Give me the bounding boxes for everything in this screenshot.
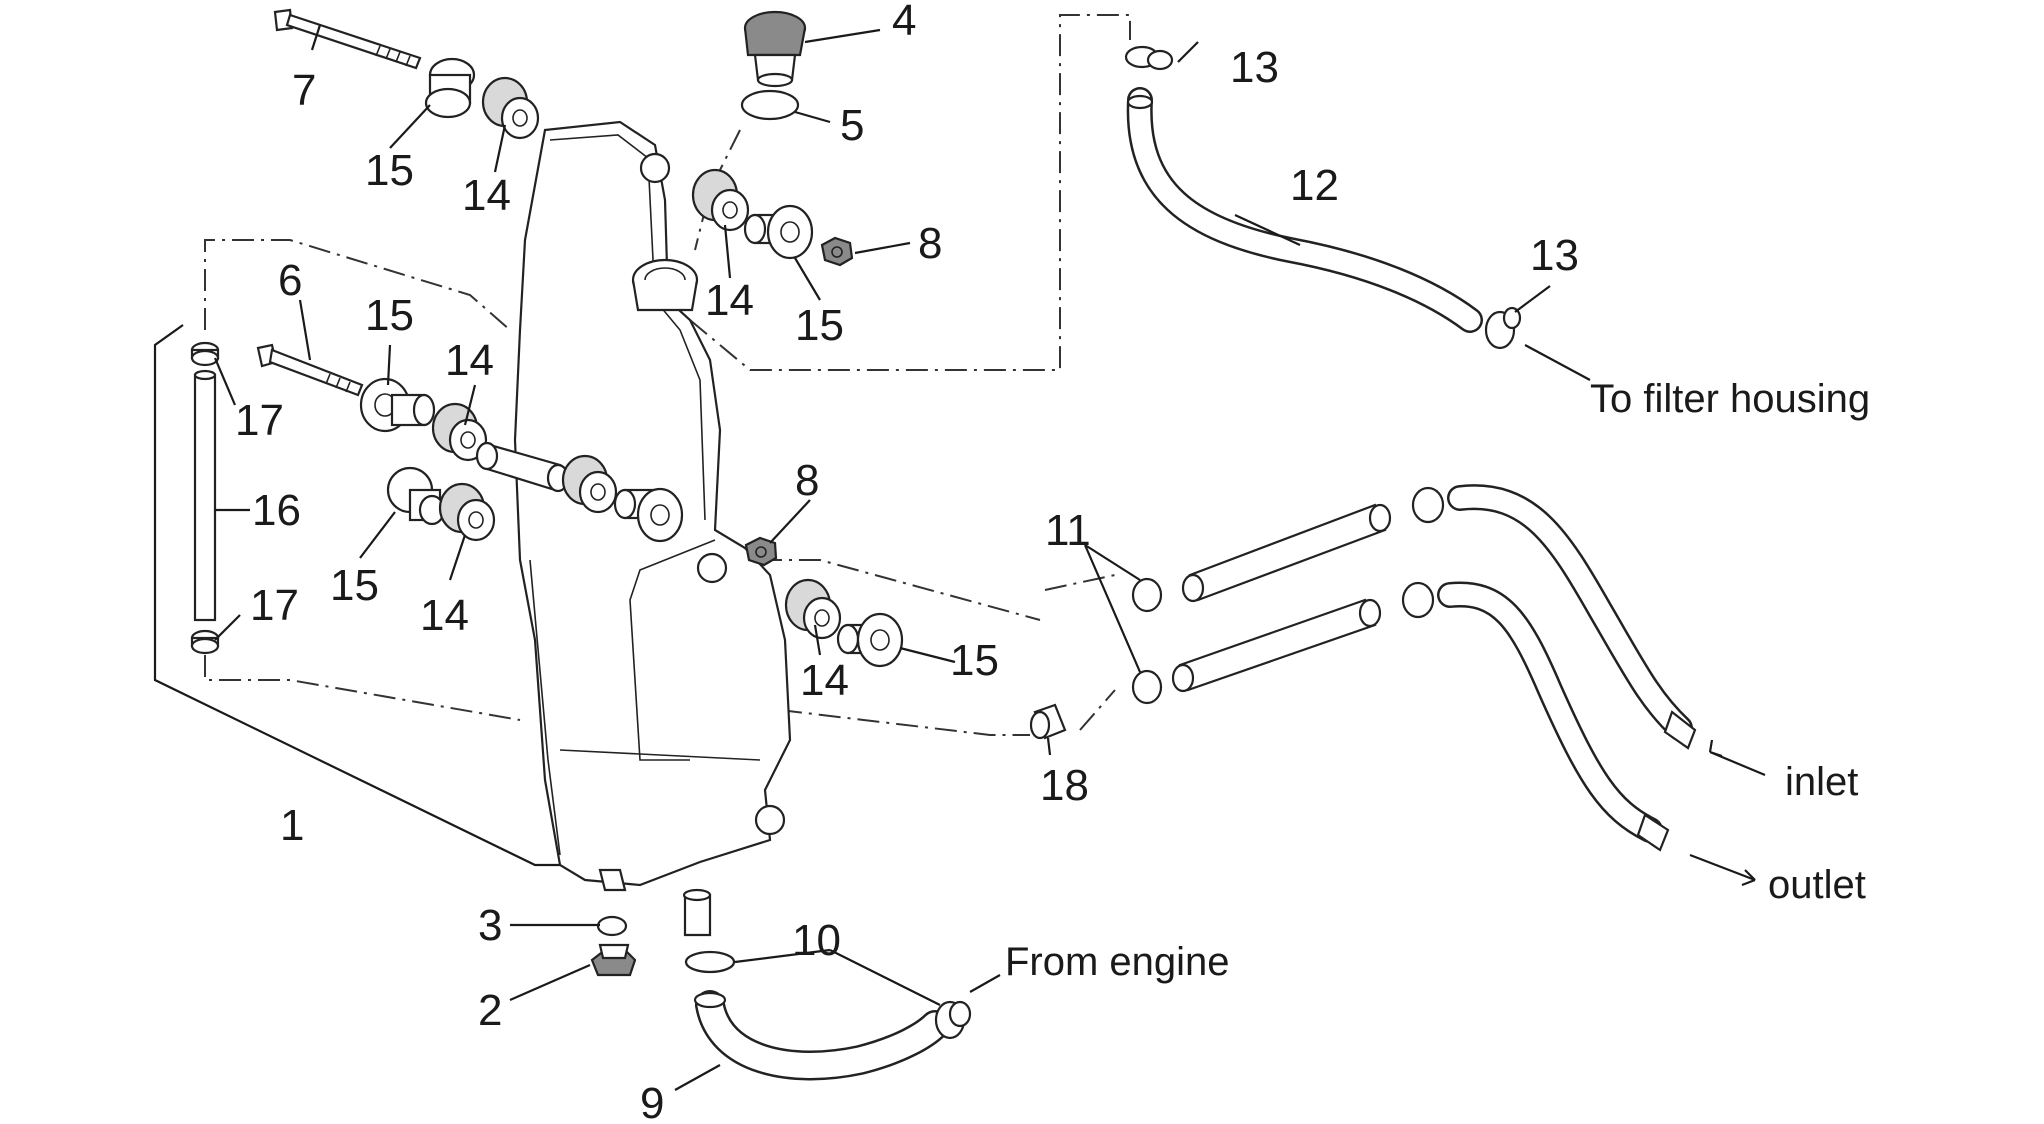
hose-12 [1126,87,1483,333]
callout-13-lower: 13 [1530,231,1579,280]
hose-inlet [1447,484,1697,750]
callout-8-lower: 8 [795,456,819,505]
callout-15-lower-left: 15 [330,561,379,610]
bushing-14-lower-left [438,482,496,542]
callout-14-mid: 14 [445,336,494,385]
callout-3: 3 [478,901,502,950]
washer-15-top [424,57,476,119]
bolt-7 [273,8,422,70]
callout-labels: 1 2 3 4 5 6 7 8 8 9 10 11 12 13 13 14 14… [235,0,1579,1124]
drain-plug-2 [590,943,637,977]
callout-15-mid: 15 [365,291,414,340]
callout-11: 11 [1045,506,1091,555]
callout-16: 16 [252,486,301,535]
washer-15-mid-left [359,377,436,433]
clamp-11-lower [1131,669,1163,705]
clamp-outer-lower [1401,581,1435,619]
washer-3 [596,915,628,937]
callout-7: 7 [292,66,316,115]
bushing-14-top [481,76,540,140]
callout-14-lower-right: 14 [800,656,849,705]
washer-15-mid-right [613,487,684,543]
callout-6: 6 [278,256,302,305]
nut-8-lower [744,536,778,567]
note-inlet: inlet [1785,760,1858,804]
bushing-14-mid-right [561,454,618,514]
bracket-item-1 [153,324,580,867]
note-from-engine: From engine [1005,940,1230,984]
note-to-filter-housing: To filter housing [1590,377,1870,421]
callout-14-top: 14 [462,171,511,220]
annotations: To filter housing inlet outlet From engi… [1005,377,1870,984]
callout-15-top: 15 [365,146,414,195]
clamp-13-lower [1484,306,1522,350]
o-ring-5 [740,89,800,121]
hose-outlet [1437,581,1670,852]
nut-8-upper [820,236,854,267]
callout-4: 4 [892,0,916,45]
sight-tube-16 [193,369,217,622]
callout-13-upper: 13 [1230,43,1279,92]
bolt-6 [256,343,364,397]
callout-18: 18 [1040,761,1089,810]
leader-lines [213,24,1551,1091]
clamp-13-upper [1124,45,1174,71]
callout-14-lower-left: 14 [420,591,469,640]
annotation-pointers [969,344,1766,993]
clamp-10-left [684,950,736,974]
washer-15-lower-right [836,612,904,668]
callout-15-upper-right: 15 [795,301,844,350]
callout-5: 5 [840,101,864,150]
clamp-outer-upper [1411,486,1445,524]
short-hose-lower [1171,598,1382,693]
callout-17-upper: 17 [235,396,284,445]
callout-12: 12 [1290,161,1339,210]
callout-8-upper: 8 [918,219,942,268]
callout-9: 9 [640,1079,664,1124]
assembly-lines [204,14,1131,736]
filler-cap-4 [743,10,807,88]
clamp-11-upper [1131,577,1163,613]
bushing-14-upper-right [691,168,750,232]
callout-15-lower-right: 15 [950,636,999,685]
callout-2: 2 [478,986,502,1035]
washer-15-upper-right [743,204,814,260]
hose-connector-18 [1029,703,1067,740]
bushing-14-lower-right [784,578,842,640]
short-hose-upper [1181,503,1392,603]
clamp-17-upper [190,341,220,367]
clamp-17-lower [190,629,220,655]
washer-15-lower-left [386,466,446,526]
callout-1: 1 [280,801,304,850]
clamp-10-right [934,1000,972,1040]
hose-9 [693,990,950,1081]
callout-10: 10 [792,916,841,965]
callout-17-lower: 17 [250,581,299,630]
note-outlet: outlet [1768,863,1866,907]
callout-14-upper-right: 14 [705,276,754,325]
